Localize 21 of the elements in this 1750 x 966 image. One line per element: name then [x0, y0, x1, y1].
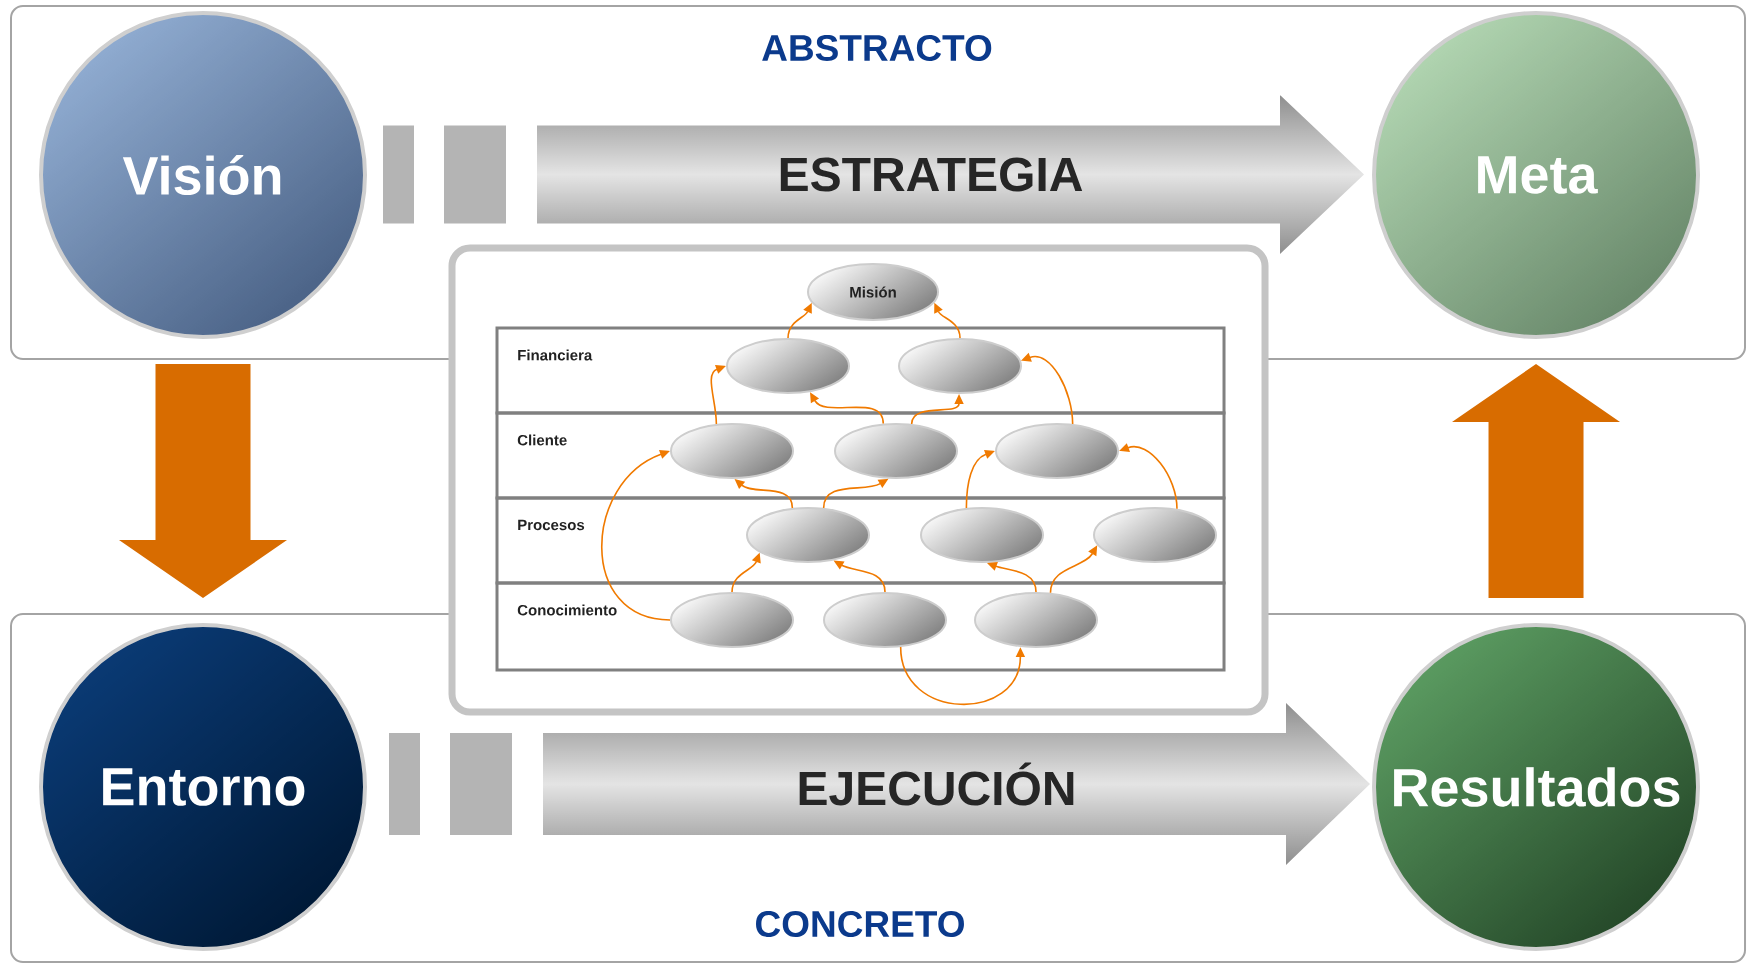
- oval: [670, 423, 794, 479]
- lane: Financiera: [495, 326, 1226, 415]
- oval: [670, 592, 794, 648]
- oval: [995, 423, 1119, 479]
- lane: Conocimiento: [495, 581, 1226, 672]
- oval: [834, 423, 958, 479]
- block-arrow: [119, 364, 287, 598]
- oval: [1093, 507, 1217, 563]
- oval: [920, 507, 1044, 563]
- block-arrow: ESTRATEGIA: [780, 157, 1083, 192]
- oval: [726, 338, 850, 394]
- lane: Procesos: [495, 496, 1226, 585]
- lane: Cliente: [495, 411, 1226, 500]
- block-arrow: EJECUCIÓN: [799, 762, 1074, 806]
- oval: [823, 592, 947, 648]
- arrow: [600, 449, 671, 621]
- oval: [898, 338, 1022, 394]
- block-arrow: [1452, 364, 1620, 598]
- oval: Misión: [807, 263, 939, 321]
- oval: [974, 592, 1098, 648]
- oval: [746, 507, 870, 563]
